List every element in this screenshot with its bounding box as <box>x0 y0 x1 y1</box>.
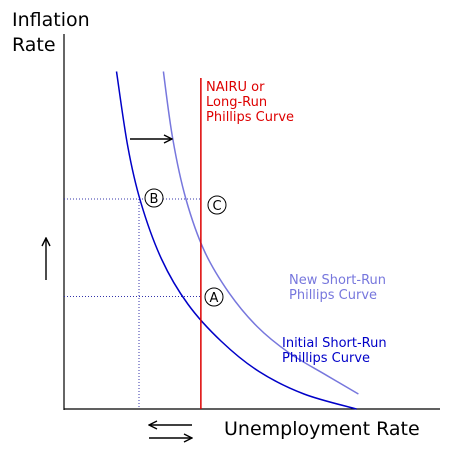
y-axis-label-line-1: Inflation <box>12 9 90 31</box>
point-b-marker: B <box>144 188 164 208</box>
y-axis-label-line-2: Rate <box>12 34 56 56</box>
point-c-label: C <box>212 199 221 214</box>
initial-short-run-phillips-curve <box>115 71 357 410</box>
point-b-label: B <box>150 192 159 207</box>
nairu-label-line-3: Phillips Curve <box>206 110 294 125</box>
new-short-run-phillips-curve <box>162 71 359 395</box>
point-c-marker: C <box>207 195 227 215</box>
nairu-label-line-2: Long-Run <box>206 95 267 110</box>
point-a-marker: A <box>204 287 224 307</box>
point-a-label: A <box>210 291 219 306</box>
new-curve-label-line-2: Phillips Curve <box>289 288 377 303</box>
new-curve-label-line-1: New Short-Run <box>289 273 386 288</box>
initial-curve-label-line-1: Initial Short-Run <box>282 336 387 351</box>
nairu-label-line-1: NAIRU or <box>206 80 265 95</box>
x-axis-label: Unemployment Rate <box>224 418 420 440</box>
initial-curve-label-line-2: Phillips Curve <box>282 351 370 366</box>
